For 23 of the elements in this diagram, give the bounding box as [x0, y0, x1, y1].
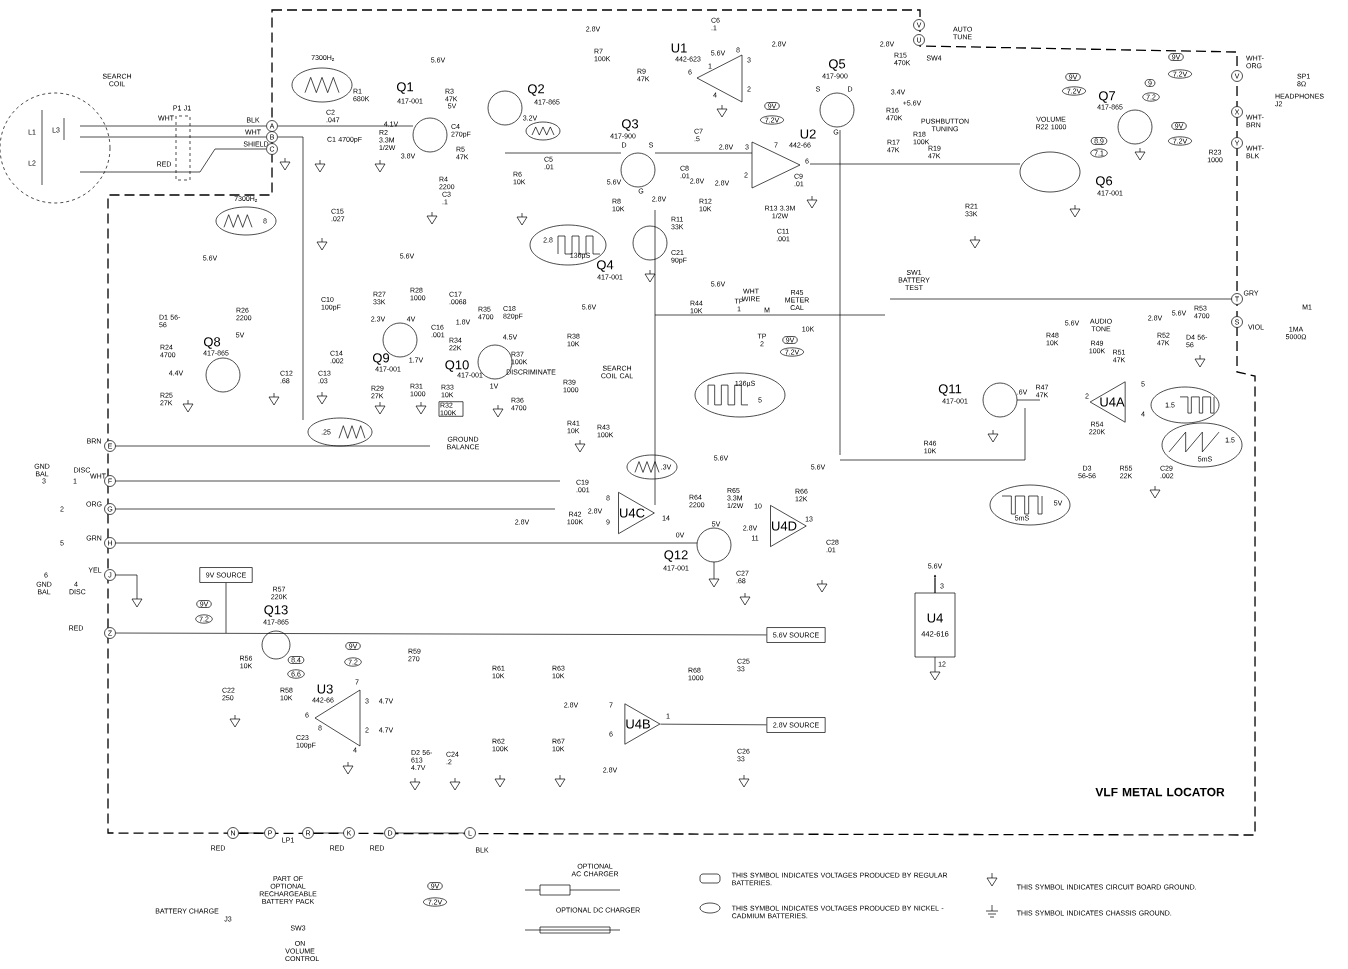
part-designator: U1 — [671, 43, 687, 53]
part-designator: Q13 — [264, 605, 288, 617]
part-designator: Q1 — [396, 82, 414, 94]
op-amp-triangle: U4B — [624, 703, 661, 745]
part-designator: Q9 — [372, 353, 390, 365]
part-designator: Q4 — [596, 260, 614, 272]
op-amp-triangle: U4C — [618, 491, 655, 535]
part-designator: U3 — [317, 684, 333, 694]
wire — [225, 582, 227, 634]
title: VLF METAL LOCATOR — [1095, 787, 1225, 797]
part-designator: U2 — [800, 129, 816, 139]
part-designator: Q7 — [1098, 91, 1116, 103]
part-designator: Q8 — [203, 337, 221, 349]
part-designator: Q11 — [938, 384, 962, 396]
part-designator: Q3 — [621, 119, 639, 131]
part-designator: Q6 — [1095, 176, 1113, 188]
wire — [115, 632, 767, 636]
wire — [660, 723, 767, 726]
part-designator: Q5 — [828, 59, 846, 71]
part-designator: Q2 — [527, 84, 544, 96]
op-amp-triangle: U4D — [770, 505, 807, 547]
part-designator: Q12 — [664, 550, 688, 562]
part-designator: Q10 — [445, 360, 469, 372]
